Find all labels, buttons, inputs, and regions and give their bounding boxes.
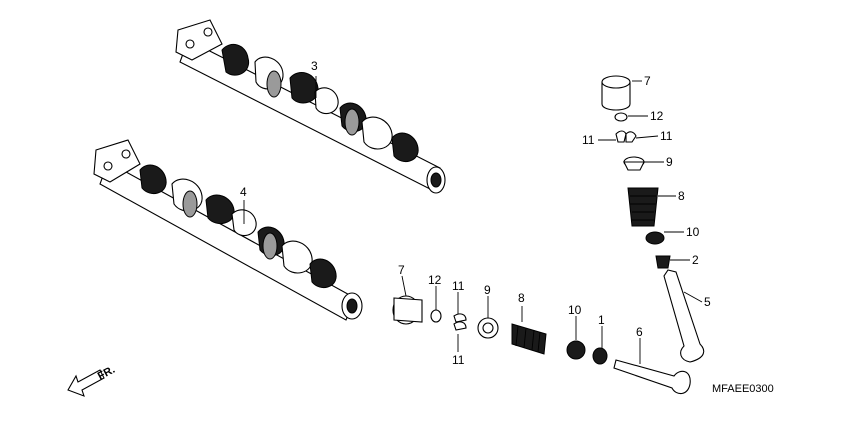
shim-lower[interactable] — [430, 309, 442, 323]
callout-10-right: 10 — [686, 225, 700, 239]
valve-lifter-lower[interactable] — [392, 295, 423, 325]
callout-11-left-a: 11 — [452, 279, 465, 293]
stem-seal-lower[interactable] — [592, 347, 608, 365]
leader-lines — [243, 76, 703, 364]
callout-7-right: 7 — [644, 74, 651, 88]
front-arrow-icon — [67, 369, 105, 397]
spring-retainer-upper[interactable] — [623, 156, 645, 171]
callout-8-right: 8 — [678, 189, 685, 203]
callout-1: 1 — [598, 313, 605, 327]
callout-12-right: 12 — [650, 109, 664, 123]
callout-8-left: 8 — [518, 291, 525, 305]
callout-7-left: 7 — [398, 263, 405, 277]
callout-5: 5 — [704, 295, 711, 309]
spring-retainer-lower[interactable] — [477, 317, 499, 339]
front-label: FR. — [96, 364, 117, 383]
callout-11-right-a: 11 — [582, 133, 595, 147]
valve-lower[interactable] — [613, 359, 691, 395]
callout-9-right: 9 — [666, 155, 673, 169]
camshaft-lower[interactable] — [93, 139, 363, 321]
valve-upper[interactable] — [663, 269, 705, 363]
valve-spring-upper[interactable] — [627, 187, 659, 227]
stem-seal-upper[interactable] — [655, 255, 671, 269]
camshaft-upper[interactable] — [175, 19, 446, 194]
drawing-code: MFAEE0300 — [712, 383, 774, 395]
valve-spring-lower[interactable] — [511, 323, 547, 355]
shim-upper[interactable] — [614, 112, 628, 122]
spring-seat-lower[interactable] — [566, 340, 586, 360]
callout-10-left: 10 — [568, 303, 582, 317]
callout-4: 4 — [240, 185, 247, 199]
callout-11-right-b: 11 — [660, 129, 673, 143]
callout-11-left-b: 11 — [452, 353, 465, 367]
valve-cotter-lower[interactable] — [453, 313, 467, 331]
callout-3: 3 — [311, 59, 318, 73]
valve-lifter-upper[interactable] — [601, 75, 631, 111]
spring-seat-upper[interactable] — [645, 231, 665, 245]
valve-cotter-upper[interactable] — [615, 130, 637, 143]
callout-9-left: 9 — [484, 283, 491, 297]
callout-6: 6 — [636, 325, 643, 339]
callout-2: 2 — [692, 253, 699, 267]
callout-12-left: 12 — [428, 273, 442, 287]
front-direction-marker: FR. — [67, 364, 117, 397]
